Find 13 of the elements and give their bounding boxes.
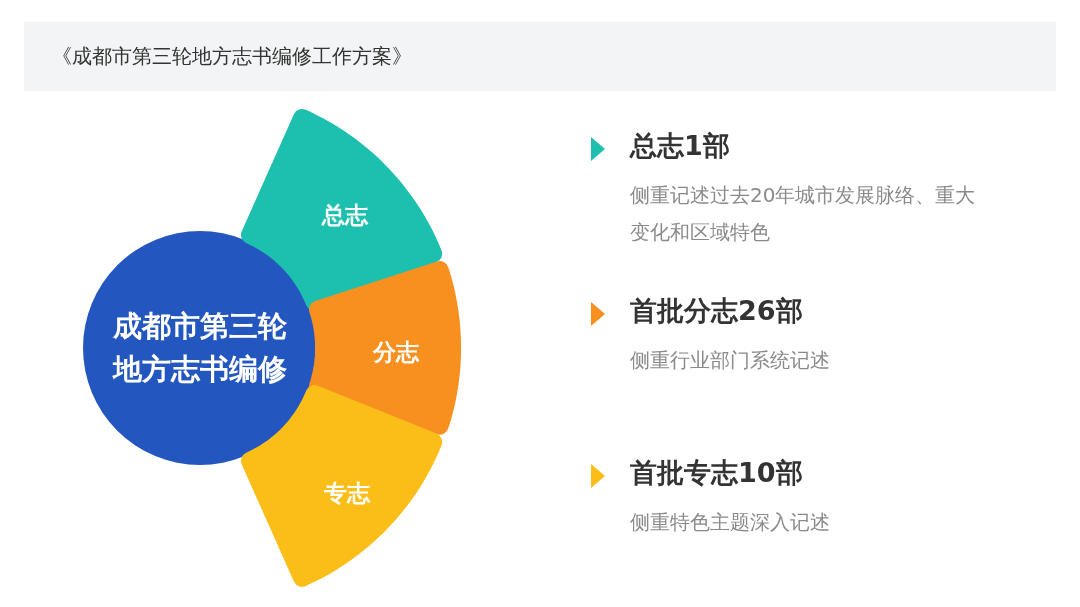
item-heading: 首批分志26部 bbox=[630, 294, 804, 328]
petal-label: 专志 bbox=[324, 478, 370, 508]
item-heading: 首批专志10部 bbox=[630, 456, 804, 490]
petal-segment bbox=[307, 260, 462, 436]
item-description: 侧重特色主题深入记述 bbox=[630, 509, 831, 537]
petal-segment bbox=[240, 384, 444, 589]
petal-label: 分志 bbox=[373, 337, 419, 367]
item-description: 侧重行业部门系统记述 bbox=[630, 347, 831, 375]
title: 《成都市第三轮地方志书编修工作方案》 bbox=[52, 43, 412, 70]
circle-label: 成都市第三轮地方志书编修 bbox=[111, 307, 288, 388]
item-heading: 总志1部 bbox=[630, 129, 731, 163]
petal-label: 总志 bbox=[322, 200, 368, 230]
item-description: 侧重记述过去20年城市发展脉络、重大变化和区域特色 bbox=[630, 182, 977, 247]
